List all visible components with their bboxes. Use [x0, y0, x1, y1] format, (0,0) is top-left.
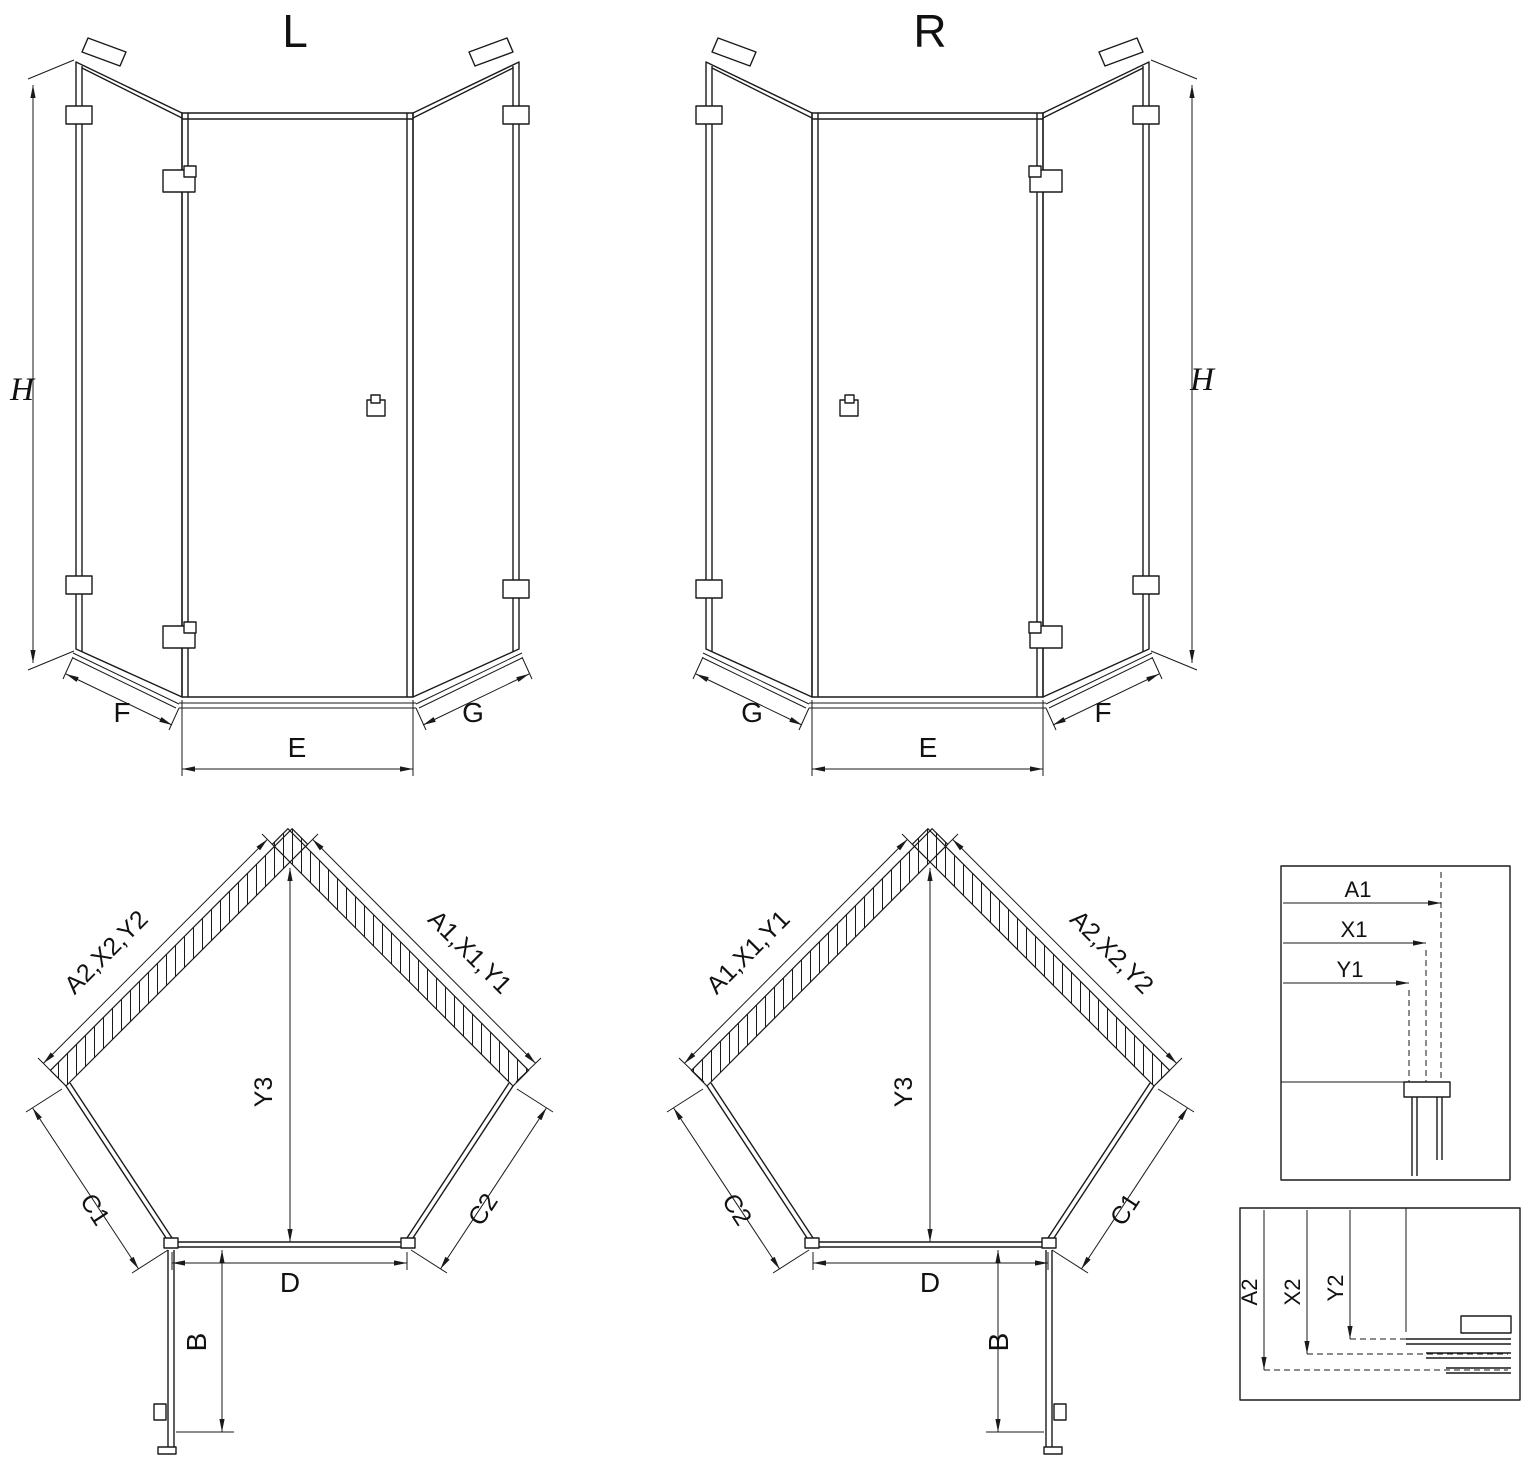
h-label-right: H [1189, 362, 1216, 398]
detail-view-top [1280, 865, 1511, 1181]
front-view-left [28, 38, 532, 776]
front-view-right [693, 38, 1197, 776]
wall-profile-section [1403, 1081, 1451, 1098]
detail-y2-label: Y2 [1323, 1275, 1348, 1302]
plan-right-y3-label: Y3 [890, 1077, 918, 1108]
plan-right-b-label: B [983, 1333, 1014, 1352]
plan-left-b-label: B [181, 1333, 212, 1352]
labels: L H F E G R H G E F A2,X2,Y2 A1,X1,Y1 Y3… [9, 5, 1371, 1351]
e-label-right: E [919, 732, 938, 763]
glass-section [1411, 1097, 1443, 1176]
detail-a1-label: A1 [1345, 877, 1372, 902]
f-label-right: F [1094, 697, 1111, 728]
glass-section [1406, 1338, 1511, 1374]
g-label-left: G [462, 697, 484, 728]
plan-view-left [26, 829, 553, 1454]
g-label-right: G [741, 697, 763, 728]
f-label-left: F [113, 697, 130, 728]
plan-view-right [667, 829, 1194, 1454]
detail-x1-label: X1 [1341, 917, 1368, 942]
variant-label-right: R [913, 5, 946, 57]
plan-left-c2-label: C2 [463, 1189, 504, 1231]
wall-profile-section [1460, 1315, 1512, 1334]
detail-view-bottom [1239, 1207, 1521, 1401]
variant-label-left: L [282, 5, 308, 57]
plan-right-d-label: D [920, 1267, 940, 1298]
e-label-left: E [288, 732, 307, 763]
detail-a2-label: A2 [1237, 1279, 1262, 1306]
plan-left-y3-label: Y3 [250, 1077, 278, 1108]
plan-left-d-label: D [280, 1267, 300, 1298]
plan-right-c2-label: C2 [716, 1189, 757, 1231]
h-label-left: H [9, 372, 36, 408]
detail-y1-label: Y1 [1337, 957, 1364, 982]
detail-x2-label: X2 [1280, 1279, 1305, 1306]
